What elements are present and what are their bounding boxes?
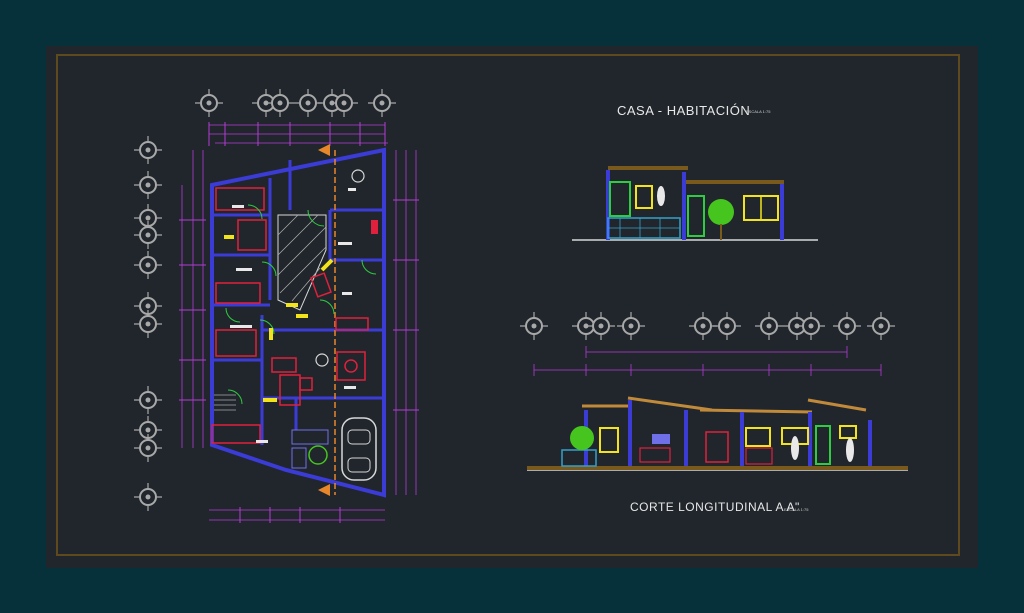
plan-furniture [211,187,369,444]
grid-axis-marker-icon [133,482,163,512]
grid-axis-marker-icon [133,135,163,165]
stone-base [561,449,597,467]
grid-axis-marker-icon [796,311,826,341]
section-axis-markers [519,311,896,341]
tree-icon [308,445,328,465]
grid-axis-marker-icon [866,311,896,341]
longitudinal-section [527,346,908,471]
elevation-scale: ESCALA 1:75 [746,109,771,114]
grid-axis-marker-icon [133,170,163,200]
plan-hatched-hall [277,214,327,311]
grid-axis-marker-icon [293,88,323,118]
grid-axis-marker-icon [712,311,742,341]
plan-planters [291,429,329,469]
grid-axis-marker-icon [133,433,163,463]
elevation-title: CASA - HABITACIÓN [617,103,751,118]
grid-axis-marker-icon [832,311,862,341]
plan-outer-walls [210,147,386,498]
grid-axis-marker-icon [265,88,295,118]
grid-axis-marker-icon [688,311,718,341]
grid-axis-marker-icon [367,88,397,118]
grid-axis-marker-icon [133,250,163,280]
section-arrow-icon [318,484,330,496]
plan-windows [224,235,334,402]
grid-axis-marker-icon [133,220,163,250]
tree-icon [708,199,734,225]
section-title: CORTE LONGITUDINAL A A" [630,500,800,514]
plan-dimension-lines [179,122,419,523]
section-scale: ESCALA 1:75 [784,507,809,512]
grid-axis-marker-icon [586,311,616,341]
section-arrow-icon [318,144,330,156]
car-icon [341,417,377,481]
floor-plan [179,122,419,523]
sheet-frame [56,54,960,556]
tree-icon [570,426,594,450]
drawing-sheet: CASA - HABITACIÓN ESCALA 1:75 CORTE LONG… [46,46,978,568]
plan-left-axis-markers [133,135,163,512]
grid-axis-marker-icon [519,311,549,341]
grid-axis-marker-icon [194,88,224,118]
grid-axis-marker-icon [133,309,163,339]
house-elevation [572,166,818,241]
plan-steps [214,394,236,411]
grid-axis-marker-icon [133,385,163,415]
grid-axis-marker-icon [616,311,646,341]
plan-interior-walls [212,160,384,445]
plan-top-axis-markers [194,88,397,118]
plan-room-labels [230,188,356,443]
grid-axis-marker-icon [754,311,784,341]
grid-axis-marker-icon [329,88,359,118]
plan-doors [225,204,377,405]
